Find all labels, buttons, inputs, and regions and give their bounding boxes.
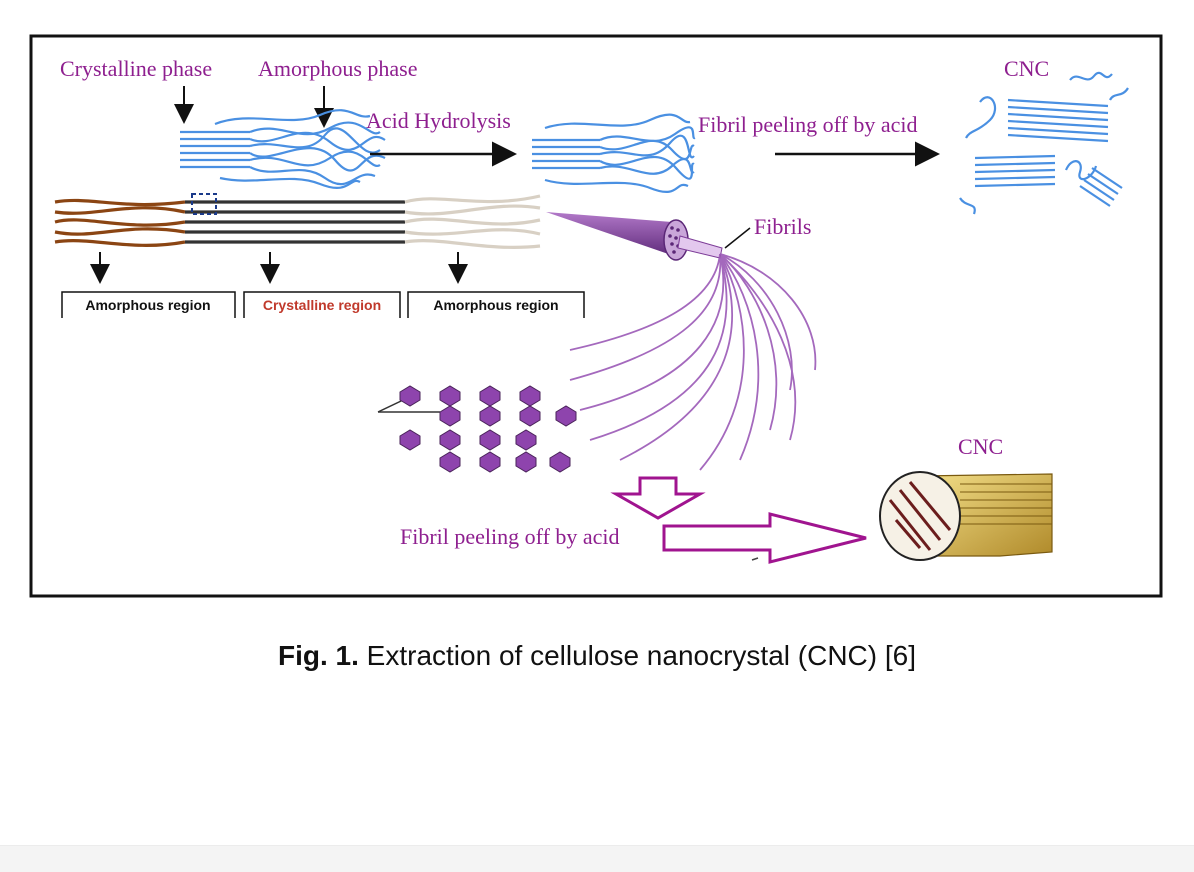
cellulose-chain-bundle: [54, 194, 541, 249]
region-label-2: Crystalline region: [263, 297, 381, 313]
cnc-crystal-block: [751, 471, 1053, 561]
fibril-strands: [569, 253, 817, 471]
figure-caption: Fig. 1. Extraction of cellulose nanocrys…: [0, 640, 1194, 672]
fibril-peeling-bottom-label: Fibril peeling off by acid: [400, 524, 620, 549]
cnc-crystals-top: [959, 71, 1129, 215]
amorphous-phase-label: Amorphous phase: [258, 56, 417, 81]
fibrils-label: Fibrils: [754, 214, 811, 239]
fibril-peeling-top-label: Fibril peeling off by acid: [698, 112, 918, 137]
cellulose-fiber-bundle: [180, 109, 386, 190]
region-box-3: Amorphous region: [407, 291, 585, 318]
region-label-1: Amorphous region: [85, 297, 210, 313]
region-box-1: Amorphous region: [61, 291, 236, 318]
region-box-2: Crystalline region: [243, 291, 401, 318]
microfibril-cone: [546, 212, 723, 261]
bottom-strip: [0, 845, 1194, 872]
crystalline-phase-label: Crystalline phase: [60, 56, 212, 81]
selection-marker: [191, 193, 217, 215]
caption-text: Extraction of cellulose nanocrystal (CNC…: [358, 640, 916, 671]
diagram-canvas: Crystalline phase Amorphous phase Acid H…: [29, 34, 1163, 598]
down-hollow-arrow: [610, 476, 706, 520]
hydrolyzed-fiber-bundle: [532, 113, 696, 193]
glucose-chains: [377, 385, 577, 473]
cnc-top-label: CNC: [1004, 56, 1049, 81]
cnc-bottom-label: CNC: [958, 434, 1003, 459]
fibrils-pointer: [724, 227, 751, 249]
figure: Crystalline phase Amorphous phase Acid H…: [29, 34, 1163, 598]
right-hollow-arrow: [662, 512, 867, 564]
acid-hydrolysis-label: Acid Hydrolysis: [366, 108, 511, 133]
caption-prefix: Fig. 1.: [277, 640, 359, 671]
region-label-3: Amorphous region: [433, 297, 558, 313]
